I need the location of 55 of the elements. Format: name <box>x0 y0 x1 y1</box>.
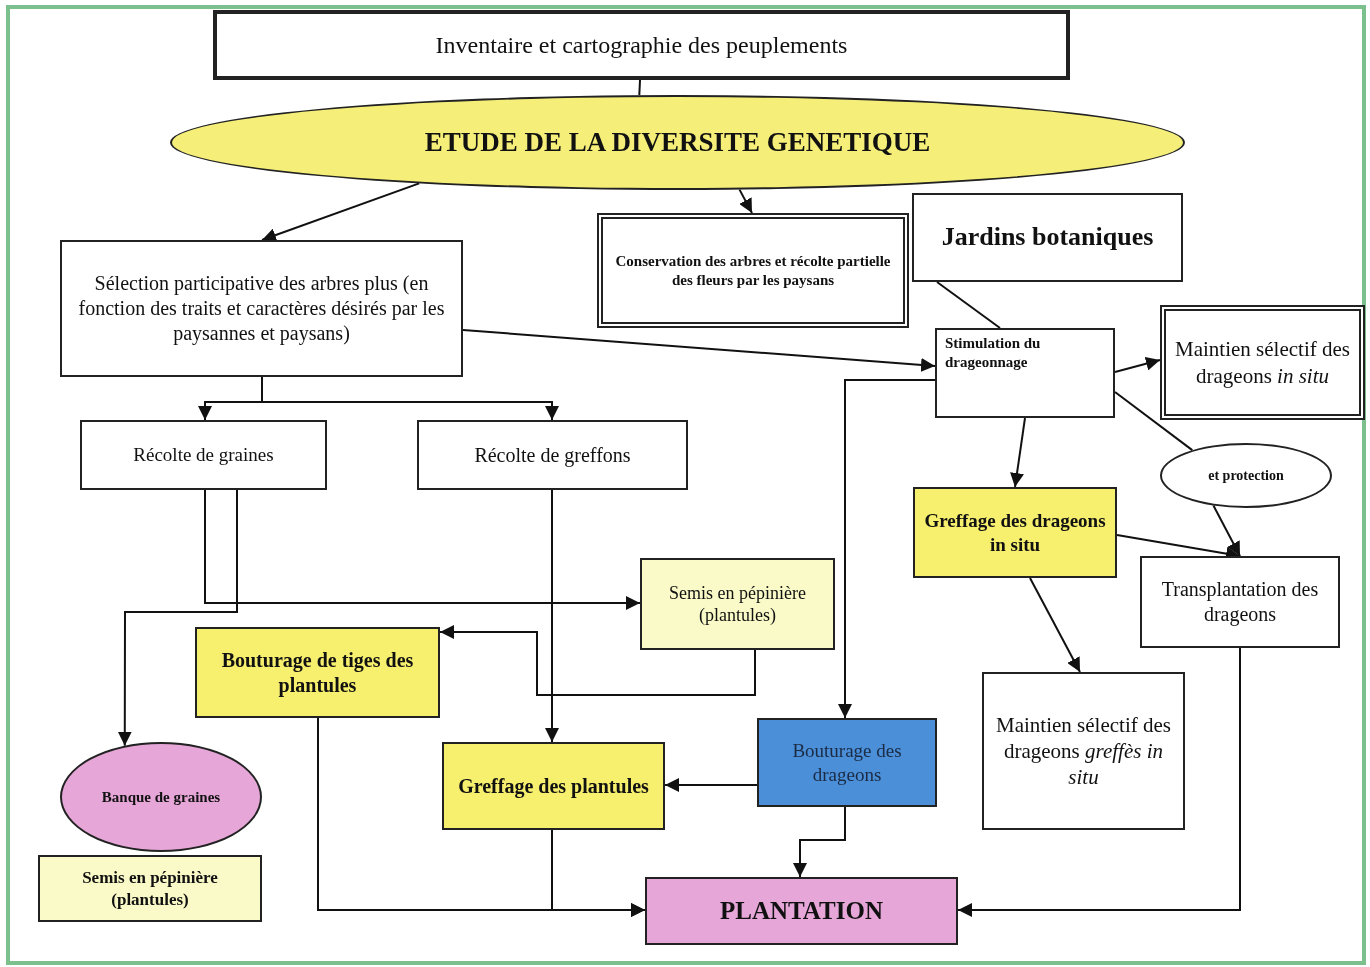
process-box <box>80 420 327 490</box>
connector-line <box>638 79 641 97</box>
process-box <box>1160 305 1365 420</box>
process-box <box>757 718 937 807</box>
process-box <box>640 558 835 650</box>
process-box <box>1140 556 1340 648</box>
node-label: Maintien sélectif des drageons in situ <box>1174 336 1351 389</box>
process-box <box>913 487 1117 578</box>
arrow <box>261 182 421 242</box>
arrow <box>738 188 753 214</box>
arrow <box>1010 417 1026 488</box>
process-box <box>38 855 262 922</box>
node-label: PLANTATION <box>720 896 883 927</box>
process-box <box>442 742 665 830</box>
process-box <box>417 420 688 490</box>
arrow <box>1029 577 1081 673</box>
arrow <box>261 376 559 421</box>
arrow <box>439 625 756 696</box>
node-label: Stimulation du drageonnage <box>945 334 1042 372</box>
arrow <box>545 489 559 743</box>
node-label: Récolte de graines <box>133 443 274 467</box>
node-label: ETUDE DE LA DIVERSITE GENETIQUE <box>424 125 931 159</box>
arrow <box>1114 356 1161 373</box>
node-label: Bouturage des drageons <box>791 738 903 787</box>
connector-line <box>936 281 1001 329</box>
arrow <box>204 489 641 610</box>
node-label: Semis en pépinière (plantules) <box>668 581 807 627</box>
arrow <box>838 379 936 719</box>
arrow <box>462 329 936 372</box>
connector-line <box>1114 391 1194 452</box>
node-label: Maintien sélectif des drageons greffès in situ <box>995 711 1172 791</box>
node-label: Sélection participative des arbres plus (en fonction des traits et caractères désirés par les paysannes et paysans) <box>77 271 446 346</box>
process-box <box>935 328 1115 418</box>
arrow <box>957 647 1241 917</box>
node-label: Transplantation des drageons <box>1160 577 1320 627</box>
process-box <box>60 240 463 377</box>
node-label: Bouturage de tiges des plantules <box>220 647 415 698</box>
process-box <box>912 193 1183 282</box>
process-box <box>597 213 909 328</box>
process-box <box>195 627 440 718</box>
process-box <box>982 672 1185 830</box>
process-box <box>645 877 958 945</box>
node-label: Banque de graines <box>101 787 221 807</box>
node-label: Greffage des plantules <box>458 773 649 799</box>
node-label: et protection <box>1208 466 1284 485</box>
arrow <box>551 829 646 917</box>
arrow <box>793 806 846 878</box>
node-label: Inventaire et cartographie des peuplements <box>435 31 848 60</box>
node-label: Conservation des arbres et récolte partielle des fleurs par les paysans <box>614 251 892 290</box>
node-label: Jardins botaniques <box>941 221 1154 254</box>
arrow <box>664 778 758 792</box>
node-label: Semis en pépinière (plantules) <box>81 867 219 910</box>
process-box <box>213 10 1070 80</box>
node-label: Greffage des drageons in situ <box>923 508 1107 557</box>
node-label: Récolte de greffons <box>474 442 631 468</box>
